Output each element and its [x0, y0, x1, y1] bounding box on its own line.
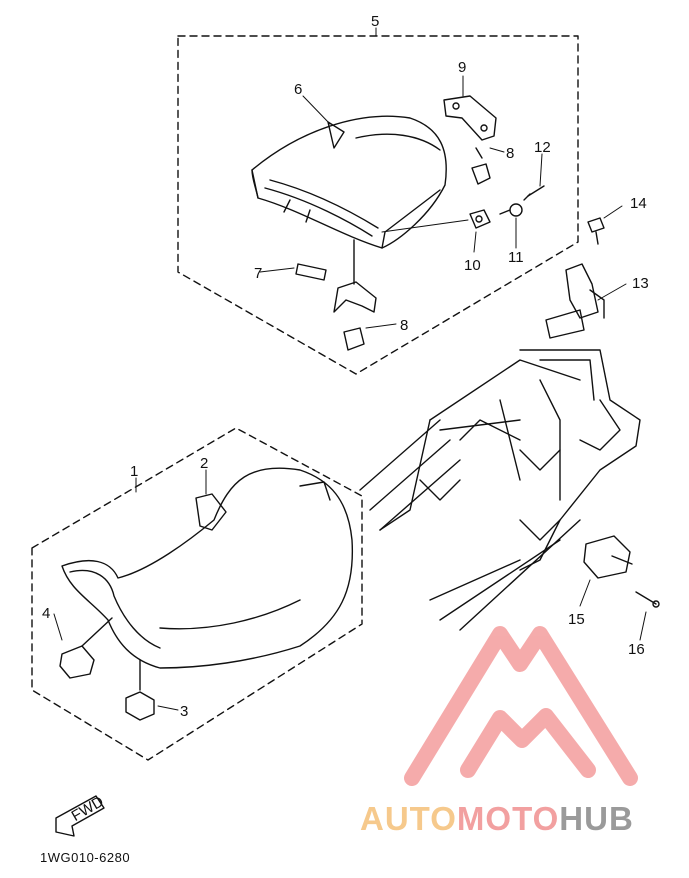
part-8-damper-lower: [333, 239, 377, 351]
callout-7: 7: [254, 265, 262, 282]
callout-12: 12: [534, 139, 551, 156]
part-11-screw: [499, 203, 523, 217]
callout-labels: 1 2 3 4 5 6 7 8 8 9 10 11 12 13 14 15 16…: [42, 13, 649, 825]
callout-9: 9: [458, 59, 466, 76]
part-7-pad: [295, 263, 327, 281]
part-1-main-seat: [61, 467, 354, 669]
group-box-1: [31, 427, 363, 761]
part-15-relay: [583, 535, 633, 579]
part-12-bolt: [523, 185, 545, 201]
callout-2: 2: [200, 455, 208, 472]
part-6-seat-cowl: [251, 115, 447, 249]
callout-14: 14: [630, 195, 647, 212]
part-14-bolt: [587, 217, 605, 245]
part-code: 1WG010-6280: [40, 850, 131, 865]
part-13-seat-lock: [545, 263, 605, 339]
callout-3: 3: [180, 703, 188, 720]
fwd-label: FWD: [69, 793, 107, 825]
callout-5: 5: [371, 13, 379, 30]
part-8-damper-upper: [471, 147, 491, 185]
callout-13: 13: [632, 275, 649, 292]
watermark-moto: MOTO: [456, 800, 560, 837]
watermark-auto: AUTO: [360, 800, 457, 837]
group-box-5: [177, 35, 579, 375]
watermark-text: AUTOMOTOHUB: [360, 800, 634, 838]
callout-1: 1: [130, 463, 138, 480]
watermark-hub: HUB: [559, 800, 634, 837]
callout-16: 16: [628, 641, 645, 658]
part-16-screw: [635, 591, 660, 608]
callout-10: 10: [464, 257, 481, 274]
leader-lines: [53, 27, 647, 711]
callout-8-upper: 8: [506, 145, 514, 162]
callout-6: 6: [294, 81, 302, 98]
part-10-nut: [469, 209, 491, 229]
part-9-bracket: [443, 95, 497, 141]
part-3-damper: [125, 659, 155, 721]
callout-15: 15: [568, 611, 585, 628]
part-frame: [359, 349, 641, 631]
watermark-logo: [404, 626, 638, 786]
part-4-damper: [59, 617, 113, 679]
callout-4: 4: [42, 605, 50, 622]
fwd-arrow-icon: [55, 795, 105, 837]
callout-11: 11: [508, 249, 524, 266]
callout-8-lower: 8: [400, 317, 408, 334]
